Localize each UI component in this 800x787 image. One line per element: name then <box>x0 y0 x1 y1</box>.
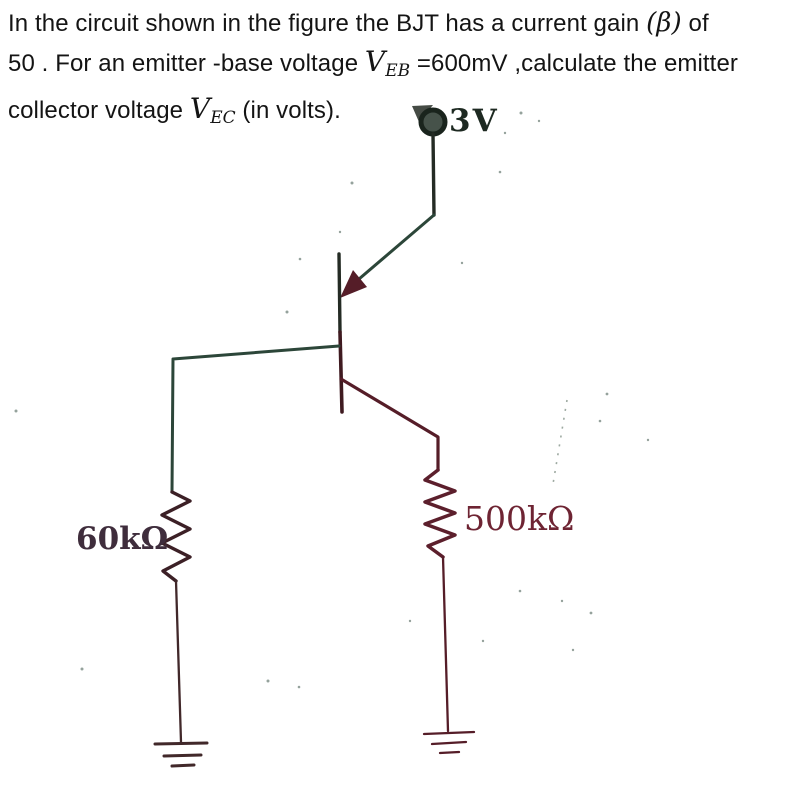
speckle <box>598 419 602 423</box>
speckle <box>518 589 522 593</box>
speckle <box>646 438 650 442</box>
question-line-1: In the circuit shown in the figure the B… <box>8 4 800 43</box>
scan-speckles <box>14 111 650 689</box>
speckle <box>560 599 564 603</box>
question-text: In the circuit shown in the figure the B… <box>8 4 800 137</box>
speckle <box>338 230 342 234</box>
speckle <box>503 131 507 135</box>
supply-voltage-label: 3V <box>449 103 499 139</box>
collector-resistor-zigzag <box>423 468 457 559</box>
scan-mark-dashed <box>552 399 568 485</box>
speckle <box>14 409 18 413</box>
ground-right-bar-3 <box>438 750 461 755</box>
speckle <box>571 648 575 652</box>
collector-resistor-label: 500kΩ <box>464 499 575 538</box>
supply-terminal-dot <box>418 107 448 137</box>
speckle <box>460 261 464 265</box>
collector-resistor-lower-wire <box>441 555 450 733</box>
transistor-base-bar-lower <box>338 330 344 414</box>
ground-symbol-right <box>422 730 476 755</box>
base-wire <box>170 344 341 494</box>
speckle <box>285 310 289 314</box>
question-line-2: 50 . For an emitter -base voltage VEB =6… <box>8 43 800 90</box>
question-line-1-text-a: In the circuit shown in the figure the B… <box>8 10 647 37</box>
speckle <box>80 667 84 671</box>
base-resistor-zigzag <box>160 490 192 583</box>
speckle <box>297 685 301 689</box>
speckle <box>519 111 523 115</box>
ground-left-bar-2 <box>162 753 203 758</box>
beta-symbol: (β) <box>646 8 682 38</box>
speckle <box>298 257 302 261</box>
ground-left-bar-1 <box>153 741 209 746</box>
supply-wire <box>431 132 436 217</box>
veb-subscript: EB <box>385 61 411 81</box>
transistor-base-bar-upper <box>337 252 342 334</box>
question-line-3-text-b: (in volts). <box>235 97 341 124</box>
speckle <box>408 619 412 623</box>
speckle <box>481 639 485 643</box>
collector-wire <box>339 377 440 472</box>
question-line-2-text-b: =600mV ,calculate the emitter <box>410 50 738 77</box>
ground-right-bar-1 <box>422 730 476 736</box>
question-line-2-text-a: 50 . For an emitter -base voltage <box>8 50 365 77</box>
vec-symbol: V <box>189 92 211 125</box>
emitter-arrowhead <box>340 270 367 298</box>
question-line-3: collector voltage VEC (in volts). <box>8 90 800 137</box>
speckle <box>605 392 609 396</box>
base-resistor-label: 60kΩ <box>76 521 169 557</box>
question-line-1-text-b: of <box>681 10 709 37</box>
base-resistor-lower-wire <box>174 579 183 744</box>
ground-symbol-left <box>153 741 209 768</box>
ground-left-bar-3 <box>170 763 196 768</box>
speckle <box>498 170 502 174</box>
ground-right-bar-2 <box>430 740 468 746</box>
speckle <box>350 181 354 185</box>
speckle <box>537 119 541 123</box>
speckle <box>589 611 593 615</box>
speckle <box>266 679 270 683</box>
question-line-3-text-a: collector voltage <box>8 97 190 124</box>
vec-subscript: EC <box>210 108 236 128</box>
veb-symbol: V <box>364 45 386 78</box>
emitter-wire <box>350 213 436 287</box>
